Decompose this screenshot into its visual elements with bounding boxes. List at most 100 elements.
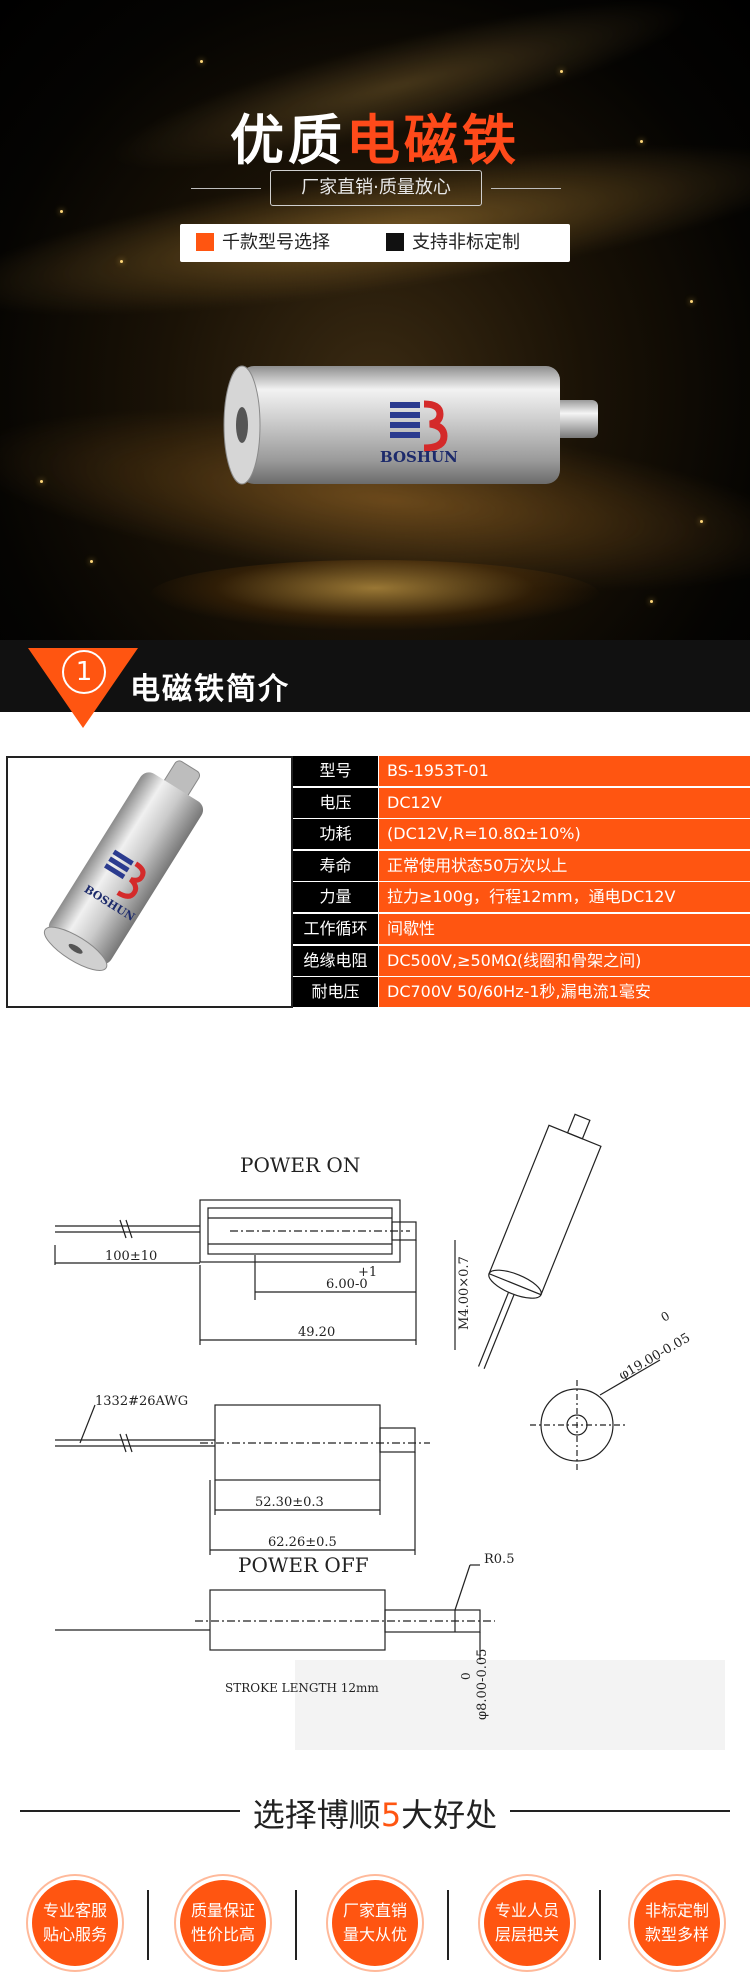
dim-49: 49.20 <box>298 1325 335 1340</box>
intro-title: 电磁铁简介 <box>130 672 290 707</box>
benefit-separator <box>599 1890 601 1960</box>
spec-value: 间歇性 <box>379 913 750 944</box>
spec-key: 工作循环 <box>293 913 378 944</box>
solenoid-hero-svg: BOSHUN <box>223 365 598 485</box>
dim-r05: R0.5 <box>484 1552 514 1567</box>
spec-value: BS-1953T-01 <box>379 756 750 786</box>
spec-value: 拉力≥100g，行程12mm，通电DC12V <box>379 882 750 913</box>
spec-row: 功耗(DC12V,R=10.8Ω±10%) <box>293 819 750 850</box>
hero-banner: 优质电磁铁 厂家直销·质量放心 千款型号选择 支持非标定制 <box>0 0 750 712</box>
benefits-title: 选择博顺5大好处 <box>0 1790 750 1836</box>
spec-row: 力量拉力≥100g，行程12mm，通电DC12V <box>293 882 750 913</box>
logo-text: BOSHUN <box>380 448 458 466</box>
spec-value: DC700V 50/60Hz-1秒,漏电流1毫安 <box>379 977 750 1008</box>
hero-title-white: 优质 <box>230 109 346 172</box>
benefit-line1: 质量保证 <box>190 1901 255 1920</box>
sparkle <box>650 600 653 603</box>
dim-100: 100±10 <box>105 1249 157 1264</box>
spec-row: 工作循环间歇性 <box>293 913 750 944</box>
power-off-label: POWER OFF <box>238 1553 369 1577</box>
dim-phi19: φ19.00-0.05 <box>617 1331 693 1384</box>
benefit-badge: 厂家直销量大从优 <box>332 1880 418 1966</box>
spec-key: 功耗 <box>293 819 378 850</box>
spec-value: DC12V <box>379 787 750 818</box>
technical-drawing: POWER ON 100±10 +1 6.00-0 49.20 M4.00×0.… <box>0 1060 750 1750</box>
sparkle <box>40 480 43 483</box>
benefit-line2: 性价比高 <box>190 1925 255 1944</box>
drawing-panel-bg <box>295 1660 725 1750</box>
product-photo-box: BOSHUN <box>6 756 293 1008</box>
intro-number-badge: 1 <box>62 650 106 694</box>
spec-row: 寿命正常使用状态50万次以上 <box>293 850 750 881</box>
dim-plus1: +1 <box>358 1265 377 1280</box>
benefits-title-num: 5 <box>380 1796 402 1834</box>
spec-value: DC500V,≥50MΩ(线圈和骨架之间) <box>379 945 750 976</box>
drawing-svg: POWER ON 100±10 +1 6.00-0 49.20 M4.00×0.… <box>54 1113 725 1750</box>
dim-wire: 1332#26AWG <box>95 1394 188 1409</box>
dim-phi8: φ8.00-0.05 <box>475 1649 490 1720</box>
benefit-badge: 专业客服贴心服务 <box>32 1880 118 1966</box>
dim-phi19-top: 0 <box>659 1309 673 1325</box>
feature-item: 支持非标定制 <box>386 224 520 262</box>
sparkle <box>690 300 693 303</box>
title-divider-left <box>20 1810 240 1812</box>
dim-62: 62.26±0.5 <box>268 1535 337 1550</box>
power-on-label: POWER ON <box>240 1153 360 1177</box>
benefit-badge: 质量保证性价比高 <box>180 1880 266 1966</box>
feature-label: 支持非标定制 <box>412 232 520 253</box>
sparkle <box>560 70 563 73</box>
feature-square-icon <box>196 233 214 251</box>
product-image-solenoid: BOSHUN <box>220 360 620 504</box>
benefit-badge: 专业人员层层把关 <box>484 1880 570 1966</box>
sparkle <box>120 260 123 263</box>
hero-title-red: 电磁铁 <box>346 109 520 172</box>
sparkle <box>640 140 643 143</box>
sparkle <box>90 560 93 563</box>
sparkle <box>700 520 703 523</box>
feature-label: 千款型号选择 <box>222 232 330 253</box>
spec-key: 耐电压 <box>293 977 378 1008</box>
benefit-line1: 非标定制 <box>644 1901 709 1920</box>
solenoid-photo-svg: BOSHUN <box>43 760 204 971</box>
spec-key: 寿命 <box>293 850 378 881</box>
benefit-line2: 贴心服务 <box>42 1925 107 1944</box>
benefit-line1: 厂家直销 <box>342 1901 407 1920</box>
boshun-logo-icon <box>390 400 448 452</box>
feature-bar: 千款型号选择 支持非标定制 <box>180 224 570 262</box>
benefit-line2: 款型多样 <box>644 1925 709 1944</box>
spec-key: 绝缘电阻 <box>293 945 378 976</box>
stroke-label: STROKE LENGTH 12mm <box>225 1681 379 1695</box>
dim-52: 52.30±0.3 <box>255 1495 324 1510</box>
benefits-title-b: 大好处 <box>401 1796 498 1834</box>
hero-title: 优质电磁铁 <box>0 96 750 175</box>
spec-key: 型号 <box>293 756 378 786</box>
dim-6: 6.00-0 <box>326 1277 368 1292</box>
spec-key: 电压 <box>293 787 378 818</box>
benefit-separator <box>295 1890 297 1960</box>
spec-key: 力量 <box>293 882 378 913</box>
sparkle <box>200 60 203 63</box>
title-divider-right <box>510 1810 730 1812</box>
benefit-line1: 专业人员 <box>494 1901 559 1920</box>
benefit-separator <box>447 1890 449 1960</box>
benefit-line2: 量大从优 <box>342 1925 407 1944</box>
sparkle <box>60 210 63 213</box>
benefit-line2: 层层把关 <box>494 1925 559 1944</box>
glow-platform <box>150 560 600 630</box>
benefits-title-a: 选择博顺 <box>252 1796 381 1834</box>
dim-m4: M4.00×0.7 <box>457 1256 472 1330</box>
spec-value: 正常使用状态50万次以上 <box>379 850 750 881</box>
benefit-badge: 非标定制款型多样 <box>634 1880 720 1966</box>
hero-subtitle: 厂家直销·质量放心 <box>191 170 561 206</box>
dim-phi8-top: 0 <box>459 1672 473 1680</box>
spec-value: (DC12V,R=10.8Ω±10%) <box>379 819 750 850</box>
benefit-separator <box>147 1890 149 1960</box>
feature-square-icon <box>386 233 404 251</box>
feature-item: 千款型号选择 <box>196 224 330 262</box>
benefit-line1: 专业客服 <box>42 1901 107 1920</box>
